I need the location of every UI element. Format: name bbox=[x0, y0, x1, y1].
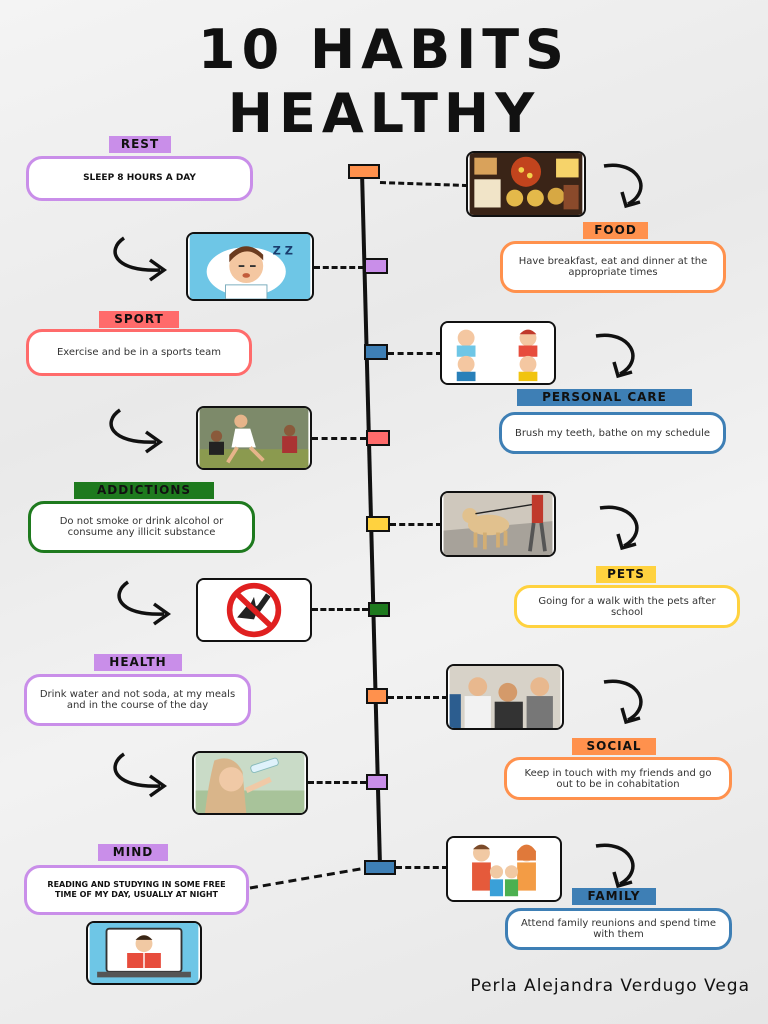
timeline-marker-addictions bbox=[366, 516, 390, 532]
habit-text-pets: Going for a walk with the pets after sch… bbox=[514, 585, 740, 628]
curved-arrow-icon bbox=[109, 408, 164, 454]
author-name: Perla Alejandra Verdugo Vega bbox=[470, 976, 750, 996]
timeline-marker-food bbox=[364, 258, 388, 274]
food-photo-icon bbox=[466, 151, 586, 217]
reading-student-icon bbox=[86, 921, 202, 985]
connector-rest-image bbox=[314, 266, 364, 269]
connector-health-image bbox=[308, 781, 366, 784]
habit-text-addictions: Do not smoke or drink alcohol or consume… bbox=[28, 501, 255, 553]
habit-text-family: Attend family reunions and spend time wi… bbox=[505, 908, 732, 950]
curved-arrow-icon bbox=[595, 843, 635, 889]
curved-arrow-icon bbox=[603, 679, 643, 725]
label-addictions: ADDICTIONS bbox=[74, 482, 214, 499]
habit-text-personal-care: Brush my teeth, bathe on my schedule bbox=[499, 412, 726, 454]
curved-arrow-icon bbox=[595, 333, 635, 379]
svg-text:Z Z: Z Z bbox=[273, 245, 293, 258]
label-sport: SPORT bbox=[99, 311, 179, 328]
connector-sport-image bbox=[312, 437, 366, 440]
timeline-marker-rest bbox=[348, 164, 380, 179]
timeline-marker-mind bbox=[364, 860, 396, 875]
sports-photo-icon bbox=[196, 406, 312, 470]
label-pets: PETS bbox=[596, 566, 656, 583]
habit-text-social: Keep in touch with my friends and go out… bbox=[504, 757, 732, 800]
curved-arrow-icon bbox=[113, 752, 168, 798]
label-social: SOCIAL bbox=[572, 738, 656, 755]
timeline-marker-personal-care bbox=[366, 430, 390, 446]
curved-arrow-icon bbox=[599, 505, 639, 551]
habit-text-rest: SLEEP 8 HOURS A DAY bbox=[26, 156, 253, 201]
habit-text-food: Have breakfast, eat and dinner at the ap… bbox=[500, 241, 726, 293]
habit-text-sport: Exercise and be in a sports team bbox=[26, 329, 252, 376]
curved-arrow-icon bbox=[113, 236, 168, 282]
timeline-marker-sport bbox=[364, 344, 388, 360]
label-mind: MIND bbox=[98, 844, 168, 861]
personal-care-icon bbox=[440, 321, 556, 385]
label-family: FAMILY bbox=[572, 888, 656, 905]
curved-arrow-icon bbox=[603, 163, 643, 209]
habit-text-mind: READING AND STUDYING IN SOME FREE TIME O… bbox=[24, 865, 249, 915]
connector-mind bbox=[249, 866, 367, 890]
timeline-marker-health bbox=[366, 688, 388, 704]
label-rest: REST bbox=[109, 136, 171, 153]
curved-arrow-icon bbox=[117, 580, 172, 626]
timeline-marker-social bbox=[366, 774, 388, 790]
family-icon bbox=[446, 836, 562, 902]
connector-social bbox=[388, 696, 448, 699]
label-personal-care: PERSONAL CARE bbox=[517, 389, 692, 406]
connector-personal-care bbox=[388, 352, 442, 355]
connector-family bbox=[396, 866, 448, 869]
connector-pets bbox=[390, 523, 442, 526]
label-food: FOOD bbox=[583, 222, 648, 239]
timeline-marker-pets bbox=[368, 602, 390, 617]
sleeping-person-icon: Z Z bbox=[186, 232, 314, 301]
label-health: HEALTH bbox=[94, 654, 182, 671]
habit-text-health: Drink water and not soda, at my meals an… bbox=[24, 674, 251, 726]
drinking-water-icon bbox=[192, 751, 308, 815]
friends-photo-icon bbox=[446, 664, 564, 730]
no-drugs-icon bbox=[196, 578, 312, 642]
dog-walk-icon bbox=[440, 491, 556, 557]
connector-addictions-image bbox=[312, 608, 368, 611]
